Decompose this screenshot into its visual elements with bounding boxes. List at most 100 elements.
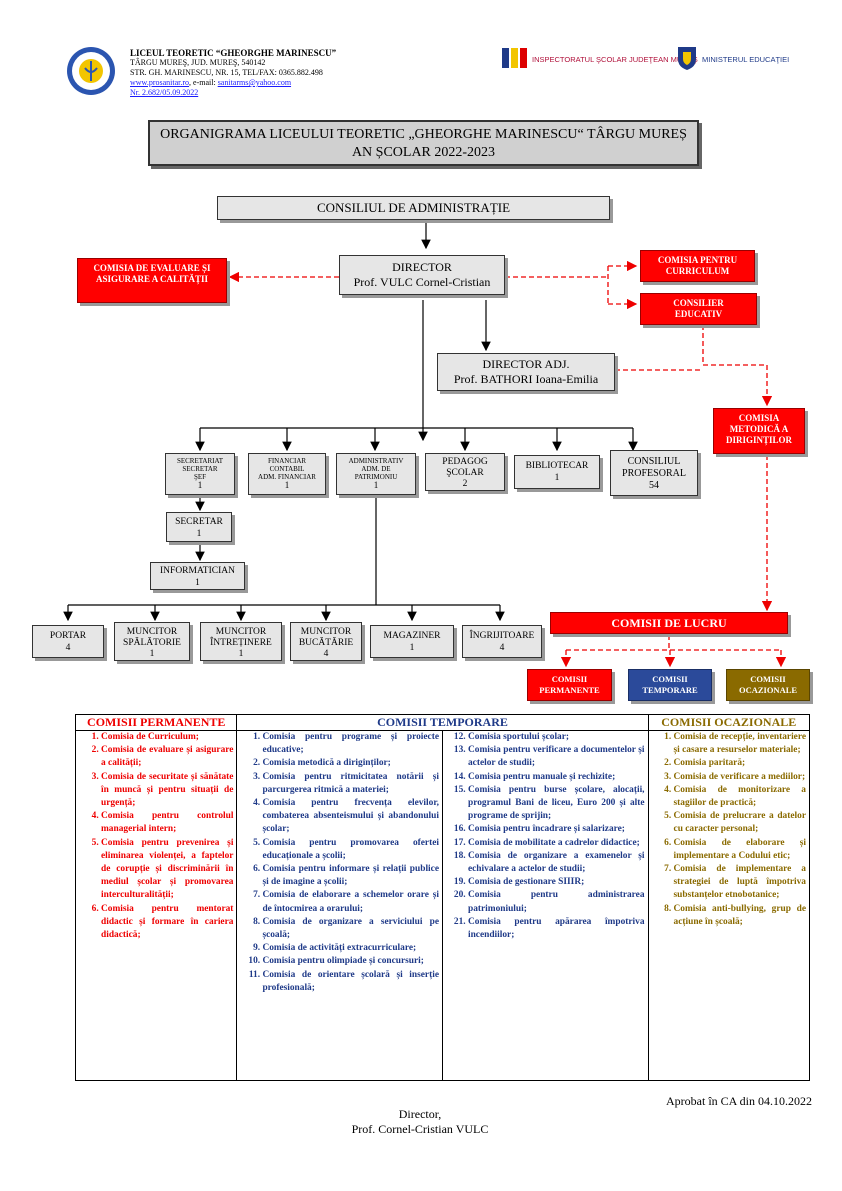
commission-item: Comisia pentru prevenirea și eliminarea … bbox=[101, 837, 233, 903]
permanent-column: Comisia de Curriculum;Comisia de evaluar… bbox=[74, 730, 238, 1081]
it-specialist-label: INFORMATICIAN bbox=[160, 566, 235, 576]
maintenance-worker-label: MUNCITOR bbox=[215, 627, 267, 637]
curriculum-commission-label: COMISIA PENTRU CURRICULUM bbox=[657, 255, 738, 276]
occasional-commissions-label: COMISII bbox=[750, 674, 786, 684]
work-commissions-box: COMISII DE LUCRU bbox=[550, 612, 788, 634]
educational-counselor-box: CONSILIER EDUCATIV bbox=[640, 293, 757, 325]
school-street: STR. GH. MARINESCU, NR. 15, TEL/FAX: 036… bbox=[130, 68, 323, 77]
secretary-count: 1 bbox=[196, 529, 202, 539]
temporary-commissions-box: COMISII TEMPORARE bbox=[628, 669, 712, 701]
temporary-commissions-sub-label: TEMPORARE bbox=[642, 685, 698, 695]
commission-item: Comisia pentru verificare a documentelor… bbox=[468, 744, 645, 770]
permanent-commissions-box: COMISII PERMANENTE bbox=[527, 669, 612, 701]
commission-item: Comisia pentru apărarea împotriva incend… bbox=[468, 916, 645, 942]
isj-logo bbox=[500, 44, 530, 76]
website-link[interactable]: www.prosanitar.ro bbox=[130, 78, 190, 87]
storekeeper-box: MAGAZINER 1 bbox=[370, 625, 454, 658]
deputy-director-box: DIRECTOR ADJ. Prof. BATHORI Ioana-Emilia bbox=[437, 353, 615, 391]
financial-sub-label-2: ADM. FINANCIAR bbox=[258, 473, 316, 481]
commission-item: Comisia de activități extracurriculare; bbox=[262, 942, 439, 955]
laundry-worker-sub-label: SPĂLĂTORIE bbox=[123, 638, 181, 648]
secretariat-label: SECRETARIAT bbox=[176, 457, 224, 465]
administrative-label: ADMINISTRATIV bbox=[348, 457, 404, 465]
kitchen-worker-box: MUNCITOR BUCĂTĂRIE 4 bbox=[290, 622, 362, 661]
commission-item: Comisia pentru ritmicitatea notării și p… bbox=[262, 771, 439, 797]
temporary-list-a: Comisia pentru programe și proiecte educ… bbox=[240, 731, 439, 995]
signer-name: Prof. Cornel-Cristian VULC bbox=[351, 1122, 489, 1136]
board-label: CONSILIUL DE ADMINISTRAȚIE bbox=[316, 200, 511, 215]
commission-item: Comisia de recepție, inventariere și cas… bbox=[674, 731, 806, 757]
kitchen-worker-count: 4 bbox=[323, 649, 329, 659]
maintenance-worker-sub-label: ÎNTREȚINERE bbox=[210, 638, 272, 648]
commission-item: Comisia de monitorizare a stagiilor de p… bbox=[674, 784, 806, 810]
financial-sub-label: CONTABIL bbox=[269, 465, 305, 473]
temporary-commissions-label: COMISII bbox=[652, 674, 688, 684]
commission-item: Comisia pentru burse școlare, alocații, … bbox=[468, 784, 645, 824]
commission-item: Comisia anti-bullying, grup de acțiune î… bbox=[674, 903, 806, 929]
signature-block: Director, Prof. Cornel-Cristian VULC bbox=[300, 1107, 540, 1137]
registration-number: Nr. 2.682/05.09.2022 bbox=[130, 88, 199, 97]
curriculum-commission-box: COMISIA PENTRU CURRICULUM bbox=[640, 250, 755, 282]
administrative-sub-label: ADM. DE bbox=[361, 465, 391, 473]
administrative-sub-label-2: PATRIMONIU bbox=[354, 473, 398, 481]
ministry-crest-icon bbox=[676, 45, 698, 71]
school-name: LICEUL TEORETIC “GHEORGHE MARINESCU” bbox=[130, 48, 337, 58]
laundry-worker-count: 1 bbox=[149, 649, 155, 659]
commission-item: Comisia de elaborare a schemelor orare ș… bbox=[262, 889, 439, 915]
commission-item: Comisia pentru programe și proiecte educ… bbox=[262, 731, 439, 757]
temporary-column-b: Comisia sportului școlar;Comisia pentru … bbox=[441, 730, 649, 1081]
work-commissions-label: COMISII DE LUCRU bbox=[611, 616, 727, 630]
administrative-count: 1 bbox=[373, 480, 379, 490]
board-box: CONSILIUL DE ADMINISTRAȚIE bbox=[217, 196, 610, 220]
educational-counselor-label: CONSILIER EDUCATIV bbox=[673, 298, 724, 319]
commission-item: Comisia pentru frecvența elevilor, comba… bbox=[262, 797, 439, 837]
school-city: TÂRGU MUREŞ, JUD. MUREŞ, 540142 bbox=[130, 58, 266, 67]
quality-commission-box: COMISIA DE EVALUARE ȘI ASIGURARE A CALIT… bbox=[77, 258, 227, 303]
kitchen-worker-label: MUNCITOR bbox=[300, 627, 352, 637]
email-label: , e-mail: bbox=[189, 78, 218, 87]
secretariat-sub-label-2: ŞEF bbox=[193, 473, 207, 481]
commission-item: Comisia de implementare a strategiei de … bbox=[674, 863, 806, 903]
temporary-column-a: Comisia pentru programe și proiecte educ… bbox=[236, 730, 443, 1081]
teachers-council-label: CONSILIUL bbox=[627, 456, 681, 467]
it-specialist-count: 1 bbox=[195, 578, 200, 588]
commission-item: Comisia paritară; bbox=[674, 757, 806, 770]
pedagogue-count: 2 bbox=[462, 479, 468, 489]
kitchen-worker-sub-label: BUCĂTĂRIE bbox=[298, 638, 354, 648]
teachers-council-count: 54 bbox=[649, 480, 659, 491]
commission-item: Comisia de evaluare și asigurare a calit… bbox=[101, 744, 233, 770]
commission-item: Comisia de gestionare SIIIR; bbox=[468, 876, 645, 889]
laundry-worker-box: MUNCITOR SPĂLĂTORIE 1 bbox=[114, 622, 190, 661]
secretariat-sub-label: SECRETAR bbox=[182, 465, 218, 473]
email-link[interactable]: sanitarms@yahoo.com bbox=[217, 78, 292, 87]
school-info: LICEUL TEORETIC “GHEORGHE MARINESCU” TÂR… bbox=[130, 48, 390, 98]
commission-item: Comisia de elaborare și implementare a C… bbox=[674, 837, 806, 863]
secretary-box: SECRETAR 1 bbox=[166, 512, 232, 542]
financial-box: FINANCIAR CONTABIL ADM. FINANCIAR 1 bbox=[248, 453, 326, 495]
porter-label: PORTAR bbox=[49, 631, 87, 641]
permanent-list: Comisia de Curriculum;Comisia de evaluar… bbox=[79, 731, 233, 942]
caretaker-label: ÎNGRIJITOARE bbox=[469, 631, 535, 641]
commission-item: Comisia pentru manuale și rechizite; bbox=[468, 771, 645, 784]
isj-label: INSPECTORATUL ŞCOLAR JUDEŢEAN MUREŞ bbox=[532, 55, 698, 64]
ministry-label: MINISTERUL EDUCAŢIEI bbox=[702, 55, 790, 64]
occasional-header: COMISII OCAZIONALE bbox=[647, 714, 811, 731]
librarian-count: 1 bbox=[554, 473, 560, 483]
commission-item: Comisia pentru olimpiade și concursuri; bbox=[262, 955, 439, 968]
commissions-table: COMISII PERMANENTE COMISII TEMPORARE COM… bbox=[74, 714, 811, 1081]
commission-item: Comisia de verificare a mediilor; bbox=[674, 771, 806, 784]
commission-item: Comisia metodică a diriginților; bbox=[262, 757, 439, 770]
commission-item: Comisia pentru informare și relații publ… bbox=[262, 863, 439, 889]
it-specialist-box: INFORMATICIAN 1 bbox=[150, 562, 245, 590]
commission-item: Comisia de orientare școlară și inserție… bbox=[262, 969, 439, 995]
title-line-2: AN ȘCOLAR 2022-2023 bbox=[351, 145, 496, 160]
signer-title: Director, bbox=[398, 1107, 442, 1121]
commission-item: Comisia de organizare a serviciului pe ș… bbox=[262, 916, 439, 942]
commission-item: Comisia pentru promovarea ofertei educaț… bbox=[262, 837, 439, 863]
teachers-council-sub-label: PROFESORAL bbox=[622, 468, 686, 479]
maintenance-worker-count: 1 bbox=[238, 649, 244, 659]
pedagogue-label: PEDAGOG bbox=[442, 457, 488, 467]
temporary-list-b: Comisia sportului școlar;Comisia pentru … bbox=[446, 731, 645, 942]
quality-commission-label: COMISIA DE EVALUARE ȘI ASIGURARE A CALIT… bbox=[93, 263, 211, 284]
temporary-header: COMISII TEMPORARE bbox=[236, 714, 649, 731]
